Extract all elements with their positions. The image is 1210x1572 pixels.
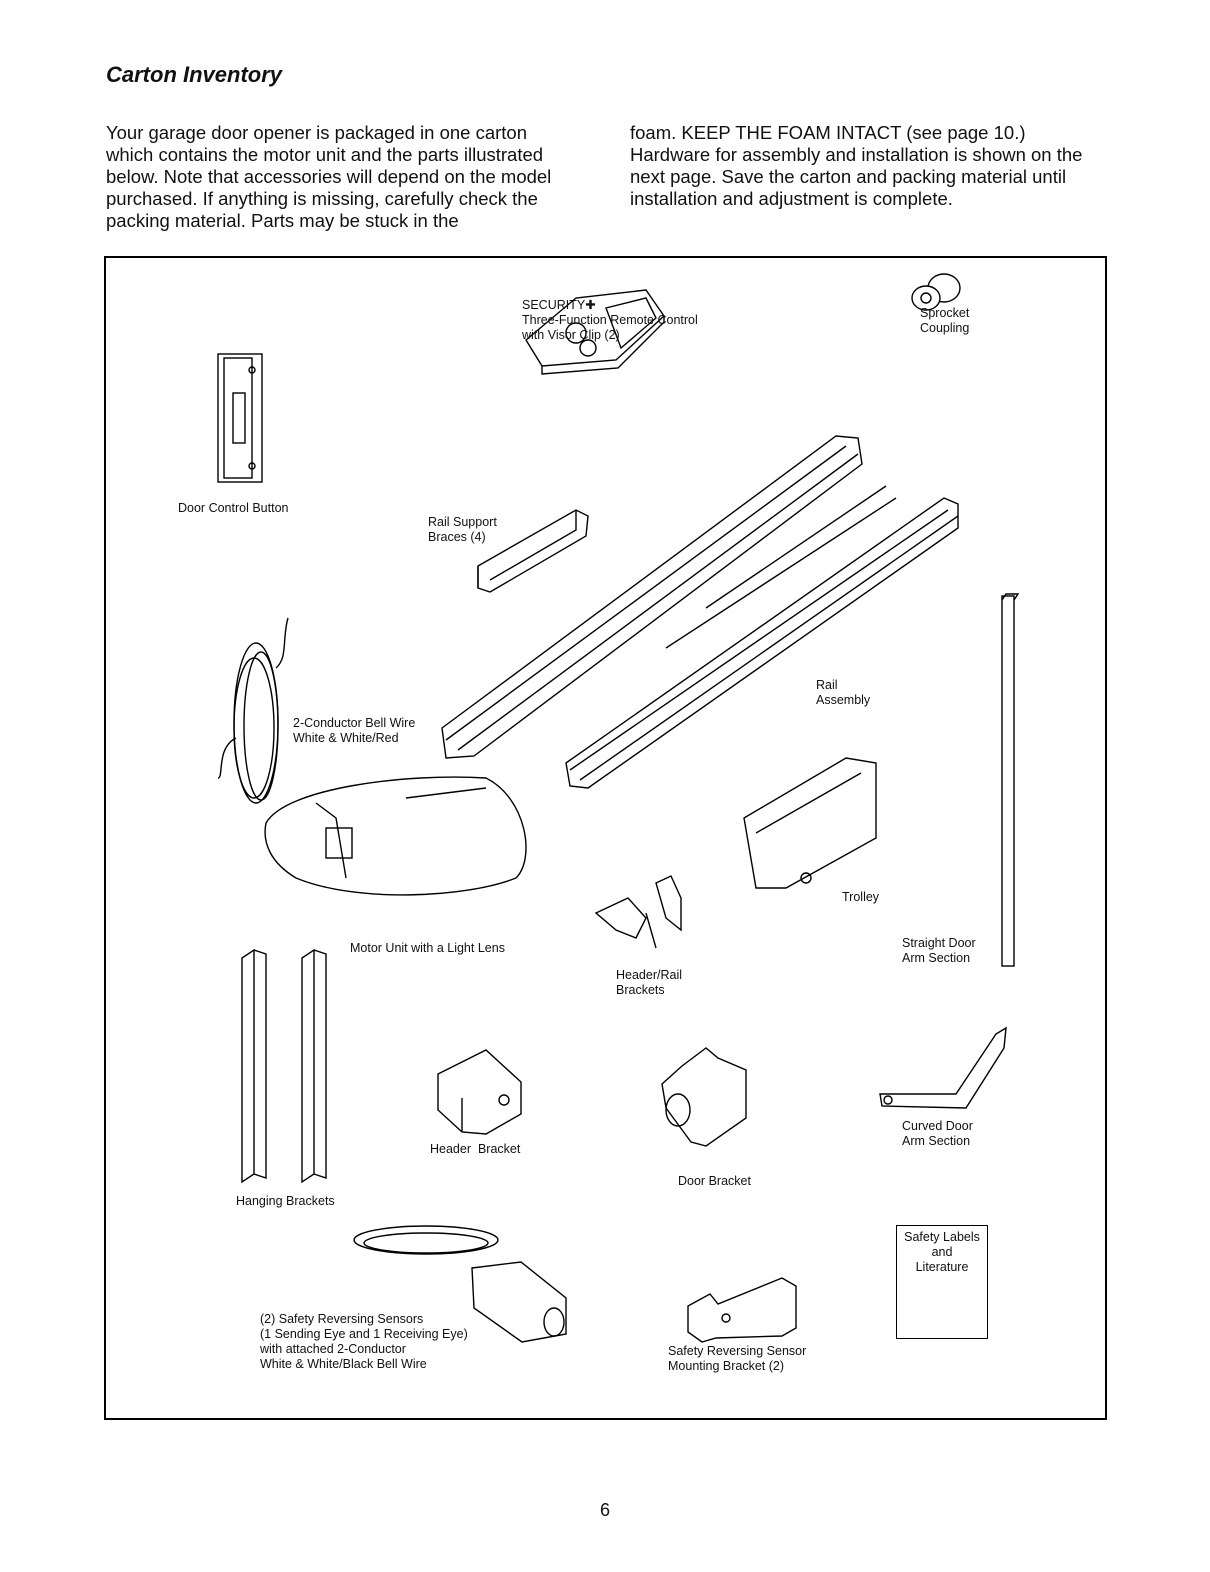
rail-assembly-drawing — [442, 436, 958, 788]
caption-sprocket-coupling: Sprocket Coupling — [920, 306, 969, 336]
caption-curved-door-arm: Curved Door Arm Section — [902, 1119, 973, 1149]
caption-header-bracket: Header Bracket — [430, 1142, 520, 1157]
header-bracket-drawing — [438, 1050, 521, 1134]
caption-header-rail-brackets: Header/Rail Brackets — [616, 968, 682, 998]
caption-remote-control: SECURITY✚ Three-Function Remote Control … — [522, 298, 698, 343]
caption-bell-wire: 2-Conductor Bell Wire White & White/Red — [293, 716, 415, 746]
trolley-drawing — [744, 758, 876, 888]
caption-safety-sensors: (2) Safety Reversing Sensors (1 Sending … — [260, 1312, 468, 1372]
caption-straight-door-arm: Straight Door Arm Section — [902, 936, 976, 966]
caption-trolley: Trolley — [842, 890, 879, 905]
page-number: 6 — [0, 1500, 1210, 1521]
door-bracket-drawing — [662, 1048, 746, 1146]
caption-hanging-brackets: Hanging Brackets — [236, 1194, 335, 1209]
bell-wire-drawing — [218, 618, 288, 803]
caption-sensor-bracket: Safety Reversing Sensor Mounting Bracket… — [668, 1344, 806, 1374]
hanging-brackets-drawing — [242, 950, 326, 1182]
header-rail-brackets-drawing — [596, 876, 681, 948]
caption-motor-unit: Motor Unit with a Light Lens — [350, 941, 505, 956]
door-control-button-drawing — [218, 354, 262, 482]
intro-paragraph-left: Your garage door opener is packaged in o… — [106, 122, 576, 232]
parts-illustration-panel: SECURITY✚ Three-Function Remote Control … — [104, 256, 1107, 1420]
caption-safety-labels: Safety Labels and Literature — [897, 1230, 987, 1275]
caption-door-control-button: Door Control Button — [178, 501, 288, 516]
safety-labels-box: Safety Labels and Literature — [896, 1225, 988, 1339]
curved-arm-drawing — [880, 1028, 1006, 1108]
sprocket-coupling-drawing — [912, 274, 960, 310]
page-title: Carton Inventory — [106, 62, 282, 88]
caption-door-bracket: Door Bracket — [678, 1174, 751, 1189]
caption-rail-support-braces: Rail Support Braces (4) — [428, 515, 497, 545]
sensor-bracket-drawing — [688, 1278, 796, 1342]
motor-unit-drawing — [265, 777, 526, 895]
straight-arm-drawing — [1002, 594, 1018, 966]
intro-paragraph-right: foam. KEEP THE FOAM INTACT (see page 10.… — [630, 122, 1100, 210]
caption-rail-assembly: Rail Assembly — [816, 678, 870, 708]
